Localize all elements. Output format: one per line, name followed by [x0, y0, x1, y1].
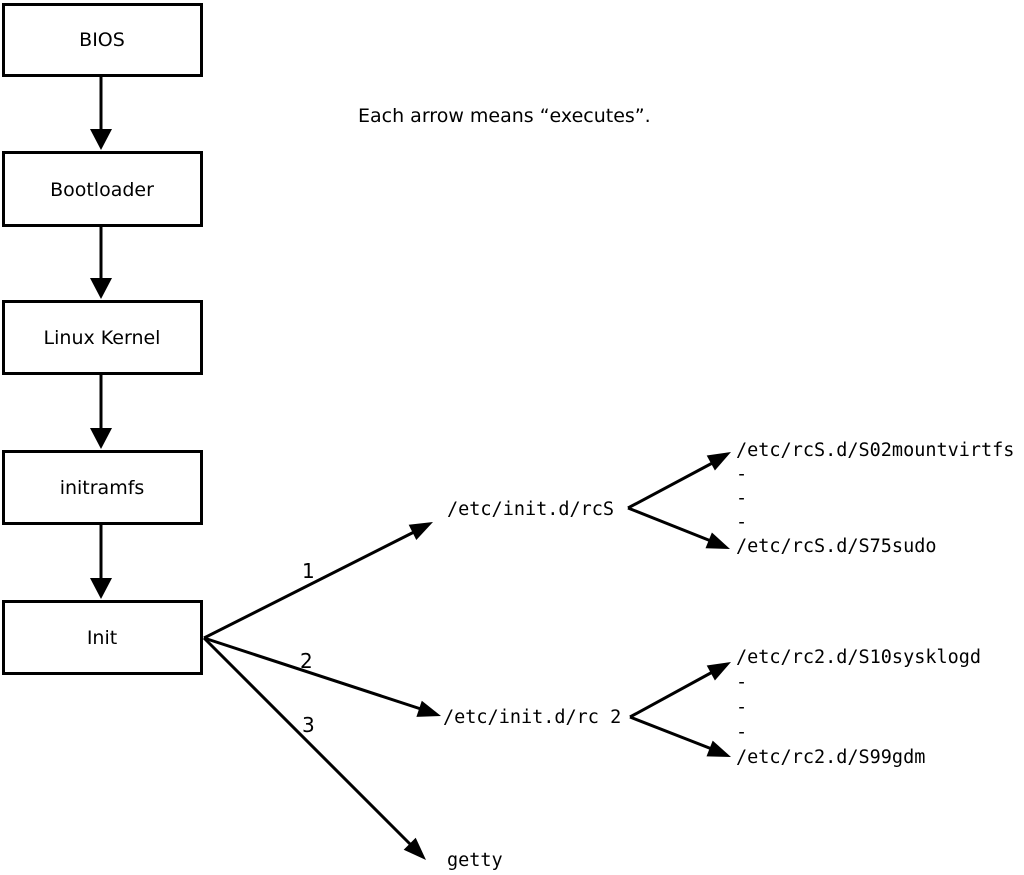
- arrowhead-icon: [403, 837, 426, 860]
- arrowhead-icon: [408, 522, 433, 540]
- rcS-script-item: -: [736, 488, 747, 509]
- node-init-label: Init: [87, 627, 117, 649]
- rc2-script-item: -: [736, 672, 747, 693]
- arrow-shaft: [203, 636, 425, 712]
- arrowhead-icon: [90, 278, 112, 299]
- arrow-init-to-rc2: 2: [203, 636, 441, 717]
- node-initramfs: initramfs: [2, 450, 203, 525]
- node-rc2-label: /etc/init.d/rc 2: [443, 707, 621, 728]
- arrowhead-icon: [706, 452, 731, 471]
- arrow-shaft: [629, 667, 719, 719]
- arrow-order-label-2: 2: [300, 649, 313, 673]
- rc2-script-item: -: [736, 722, 747, 743]
- rcS-script-list: /etc/rcS.d/S02mountvirtfs - - - /etc/rcS…: [736, 440, 1014, 557]
- node-initramfs-label: initramfs: [60, 477, 145, 499]
- node-bootloader-box: [2, 151, 203, 227]
- arrow-shaft: [203, 527, 421, 640]
- node-init: Init: [2, 600, 203, 675]
- rcS-script-item: -: [736, 464, 747, 485]
- arrow-shaft: [202, 636, 414, 848]
- arrowhead-icon: [706, 740, 731, 757]
- rc2-script-list: /etc/rc2.d/S10sysklogd - - - /etc/rc2.d/…: [736, 647, 981, 768]
- node-getty-label: getty: [447, 850, 503, 871]
- arrow-kernel-to-initramfs: [90, 374, 112, 449]
- node-bios-box: [2, 3, 203, 77]
- arrow-shaft: [627, 506, 717, 545]
- rcS-script-item: /etc/rcS.d/S02mountvirtfs: [736, 440, 1014, 461]
- arrow-shaft: [629, 715, 718, 753]
- node-bootloader: Bootloader: [2, 151, 203, 227]
- fork-rc2: [629, 662, 731, 757]
- rcS-script-item: -: [736, 512, 747, 533]
- node-linux-kernel: Linux Kernel: [2, 300, 203, 375]
- node-rcS-label: /etc/init.d/rcS: [447, 499, 614, 520]
- arrow-order-label-1: 1: [302, 559, 315, 583]
- caption: Each arrow means “executes”.: [358, 105, 651, 127]
- node-linux-kernel-label: Linux Kernel: [44, 327, 161, 349]
- arrowhead-icon: [705, 532, 730, 549]
- arrowhead-icon: [90, 129, 112, 150]
- node-bios: BIOS: [2, 3, 203, 77]
- arrowhead-icon: [90, 578, 112, 599]
- node-initramfs-box: [2, 450, 203, 525]
- arrowhead-icon: [706, 662, 731, 681]
- arrow-bootloader-to-kernel: [90, 226, 112, 299]
- arrowhead-icon: [90, 428, 112, 449]
- arrow-init-to-rcS: 1: [203, 522, 433, 640]
- node-linux-kernel-box: [2, 300, 203, 375]
- rc2-script-item: /etc/rc2.d/S10sysklogd: [736, 647, 981, 668]
- node-init-box: [2, 600, 203, 675]
- node-bios-label: BIOS: [79, 29, 125, 51]
- fork-rcS: [627, 452, 731, 549]
- node-bootloader-label: Bootloader: [50, 179, 154, 201]
- arrow-bios-to-bootloader: [90, 76, 112, 150]
- arrow-init-to-getty: 3: [202, 636, 426, 860]
- arrow-shaft: [627, 458, 719, 510]
- rc2-script-item: /etc/rc2.d/S99gdm: [736, 747, 925, 768]
- arrow-order-label-3: 3: [302, 713, 315, 737]
- rc2-script-item: -: [736, 697, 747, 718]
- arrowhead-icon: [416, 700, 441, 717]
- rcS-script-item: /etc/rcS.d/S75sudo: [736, 536, 936, 557]
- arrow-initramfs-to-init: [90, 524, 112, 599]
